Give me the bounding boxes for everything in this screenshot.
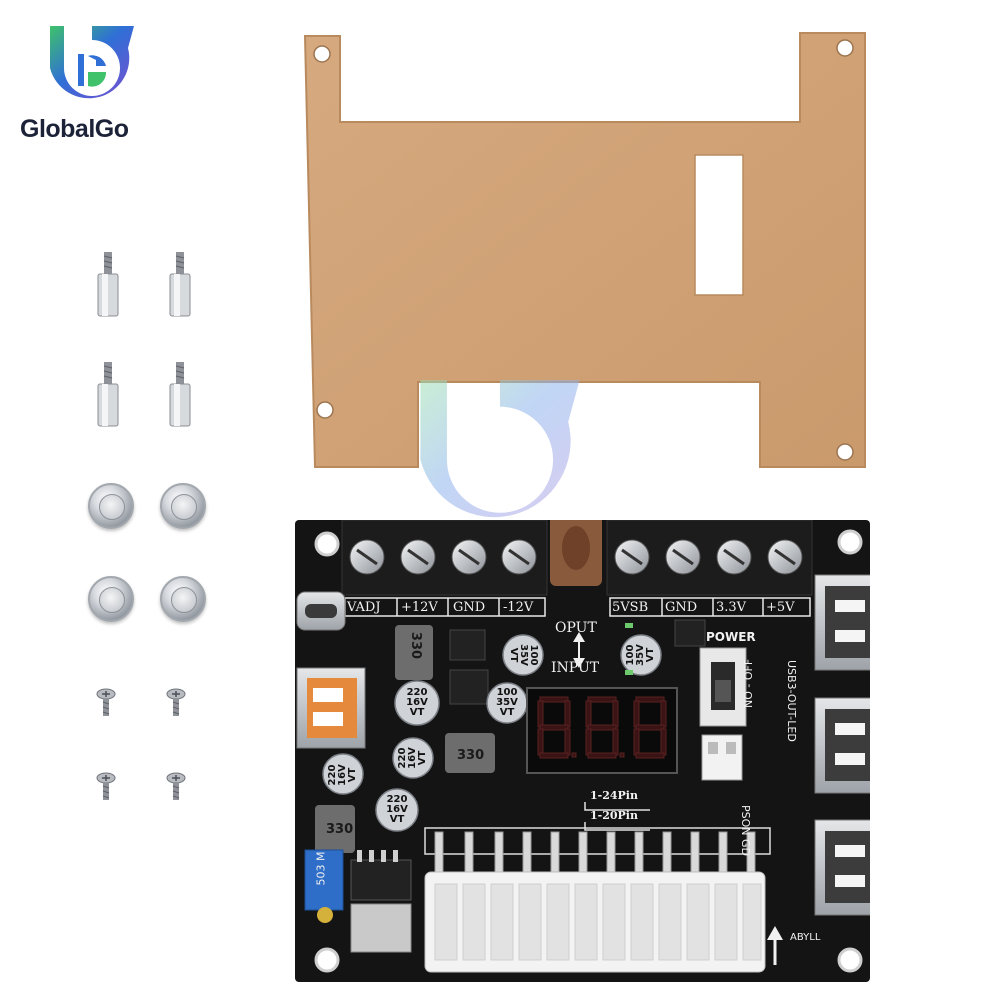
- magnet-icon: [88, 576, 134, 622]
- terminal-label-gnd: GND: [665, 600, 698, 615]
- screw-icon: [166, 772, 186, 800]
- magnet-icon: [160, 576, 206, 622]
- brass-standoff-icon: [169, 252, 191, 317]
- terminal-label-5v: +5V: [766, 600, 795, 615]
- brand-name: GlobalGo: [20, 115, 129, 143]
- inductor-label: 330: [326, 822, 354, 837]
- terminal-label-gnd: GND: [453, 600, 486, 615]
- terminal-label-5vsb: 5VSB: [612, 600, 649, 615]
- inductor-label: 330: [457, 748, 485, 763]
- screw-icon: [166, 688, 186, 716]
- magnet-icon: [160, 483, 206, 529]
- globalgo-logo-icon: [50, 26, 134, 99]
- switch-label: NO - OFF: [742, 658, 755, 708]
- terminal-label-3v3: 3.3V: [716, 600, 747, 615]
- brass-standoff-icon: [97, 252, 119, 317]
- input-label: INPUT: [551, 660, 600, 676]
- magnet-icon: [88, 483, 134, 529]
- usb-out-led-label: USB3-OUT-LED: [785, 660, 798, 742]
- power-breakout-board: [295, 520, 870, 982]
- pson-label: PSON GD: [739, 805, 752, 856]
- screw-icon: [96, 772, 116, 800]
- screw-icon: [96, 688, 116, 716]
- terminal-label-12v: +12V: [401, 600, 438, 615]
- acrylic-cover-plate: [303, 32, 866, 468]
- watermark-logo-icon: [420, 380, 580, 518]
- corner-label: ABYLL: [790, 932, 821, 943]
- brass-standoff-icon: [169, 362, 191, 427]
- inductor-label: 330: [408, 631, 424, 660]
- potentiometer-label: 503 M: [314, 851, 328, 886]
- terminal-label-vadj: VADJ: [347, 600, 381, 615]
- power-label: POWER: [706, 630, 756, 644]
- pin20-label: 1-20Pin: [590, 809, 638, 822]
- oput-label: OPUT: [555, 620, 597, 636]
- brass-standoff-icon: [97, 362, 119, 427]
- seven-segment-display: [537, 696, 667, 759]
- terminal-label-neg12v: -12V: [503, 600, 534, 615]
- pin24-label: 1-24Pin: [590, 789, 638, 802]
